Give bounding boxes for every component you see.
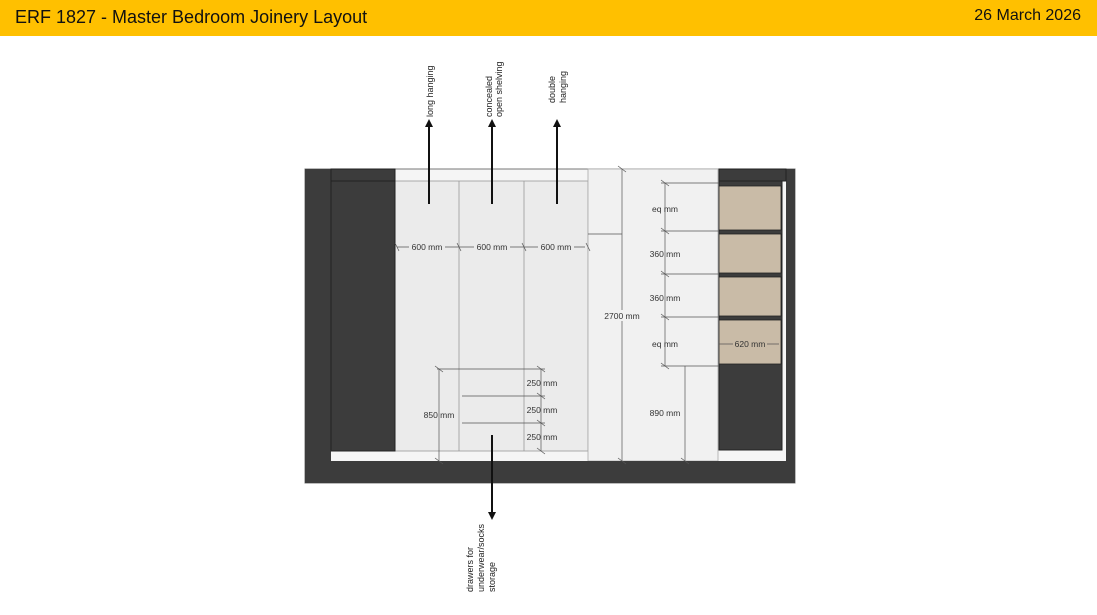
dim-drawer-height: 850 mm [424, 410, 455, 420]
left-tall-unit [330, 180, 396, 452]
dim-drawer-3: 250 mm [527, 432, 558, 442]
right-end-panel [786, 169, 795, 483]
page-date: 26 March 2026 [974, 7, 1081, 24]
shelf-cubby-3 [718, 276, 782, 317]
dim-shelf-depth: 620 mm [735, 339, 766, 349]
label-long-hanging: long hanging [425, 65, 435, 117]
wardrobe-doors-panel [394, 180, 589, 452]
label-drawers-line1: drawers for [465, 547, 475, 592]
dim-width-3: 600 mm [541, 242, 572, 252]
dim-shelf-4: eq mm [652, 339, 678, 349]
label-double-line2: hanging [558, 71, 568, 103]
drawer-dimension-lines [434, 365, 546, 465]
shelf-cubby-1 [718, 185, 782, 231]
label-concealed-line1: concealed [484, 76, 494, 117]
dim-shelf-1: eq mm [652, 204, 678, 214]
shelf-dimension-lines [660, 179, 719, 465]
label-drawers-line3: storage [487, 562, 497, 592]
label-drawers-line2: underwear/socks [476, 523, 486, 592]
shelf-cubby-2 [718, 233, 782, 274]
dim-width-1: 600 mm [412, 242, 443, 252]
page-title: ERF 1827 - Master Bedroom Joinery Layout [15, 7, 368, 27]
dim-drawer-1: 250 mm [527, 378, 558, 388]
left-top-cap [330, 168, 396, 182]
plinth [305, 461, 795, 483]
dim-shelf-3: 360 mm [650, 293, 681, 303]
dim-drawer-2: 250 mm [527, 405, 558, 415]
dim-width-2: 600 mm [477, 242, 508, 252]
dim-base-height: 890 mm [650, 408, 681, 418]
dim-overall-height: 2700 mm [604, 311, 639, 321]
label-concealed-line2: open shelving [494, 61, 504, 117]
left-end-panel [305, 169, 331, 483]
label-double-line1: double [547, 76, 557, 103]
right-top-cap [718, 168, 787, 182]
header-bar: ERF 1827 - Master Bedroom Joinery Layout… [0, 0, 1097, 36]
dim-shelf-2: 360 mm [650, 249, 681, 259]
